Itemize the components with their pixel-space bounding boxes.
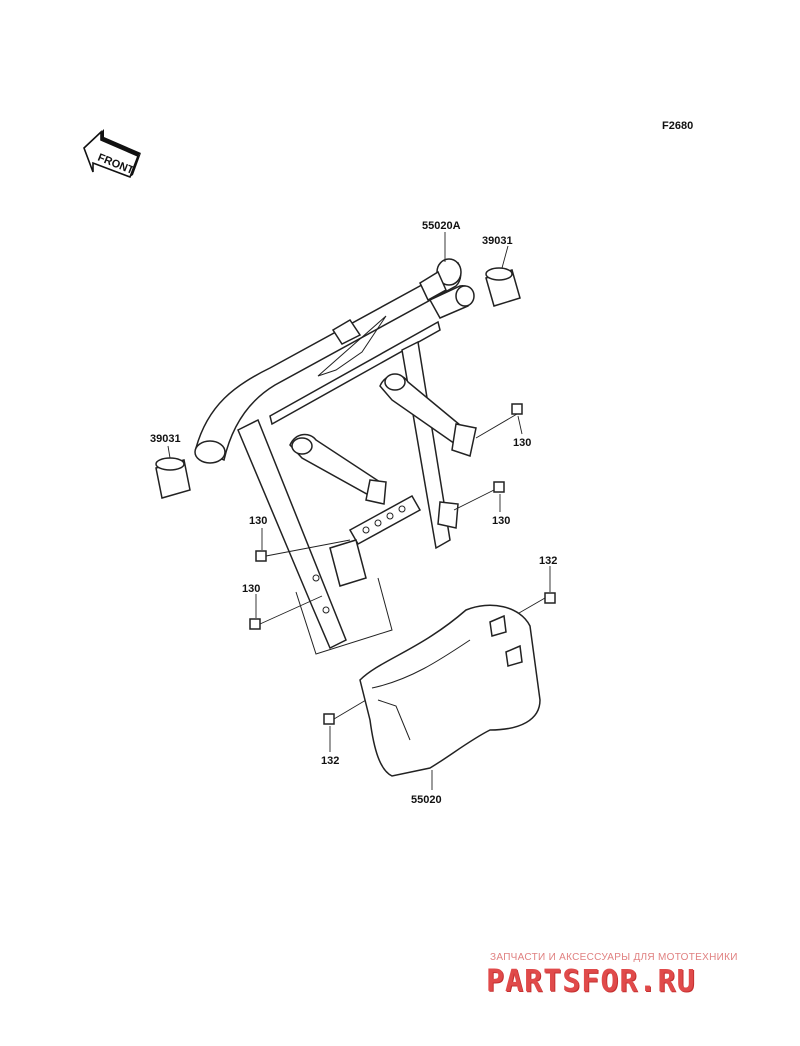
bolt-132-left xyxy=(323,699,367,725)
bolt-130-left-upper xyxy=(255,539,351,562)
leader-39031-right xyxy=(501,245,509,269)
leader-39031-left xyxy=(167,445,171,459)
bolt-130-left-lower xyxy=(249,595,323,630)
callout-130-right-lower: 130 xyxy=(492,515,510,527)
bolt-130-right-lower xyxy=(453,481,505,511)
watermark-logo: PARTSFOR.RU xyxy=(486,964,696,999)
callout-130-left-lower: 130 xyxy=(242,583,260,595)
lower-cover-55020 xyxy=(359,604,541,777)
callout-132-left: 132 xyxy=(321,755,339,767)
watermark-tagline: ЗАПЧАСТИ И АКСЕССУАРЫ ДЛЯ МОТОТЕХНИКИ xyxy=(490,952,738,963)
callout-39031-left: 39031 xyxy=(150,433,181,445)
front-direction-arrow: FRONT xyxy=(83,129,141,179)
callout-130-left-upper: 130 xyxy=(249,515,267,527)
callout-55020: 55020 xyxy=(411,794,442,806)
collar-39031-right xyxy=(485,267,521,307)
callout-132-right: 132 xyxy=(539,555,557,567)
callout-39031-right: 39031 xyxy=(482,235,513,247)
leader-130-right-upper xyxy=(517,415,523,435)
frame-guard-55020a xyxy=(194,258,477,650)
callout-130-right-upper: 130 xyxy=(513,437,531,449)
collar-39031-left xyxy=(155,457,191,499)
callout-55020a: 55020A xyxy=(422,220,461,232)
figure-code: F2680 xyxy=(662,120,693,132)
assembly-link-line xyxy=(295,577,393,655)
bolt-130-right-upper xyxy=(475,403,523,439)
